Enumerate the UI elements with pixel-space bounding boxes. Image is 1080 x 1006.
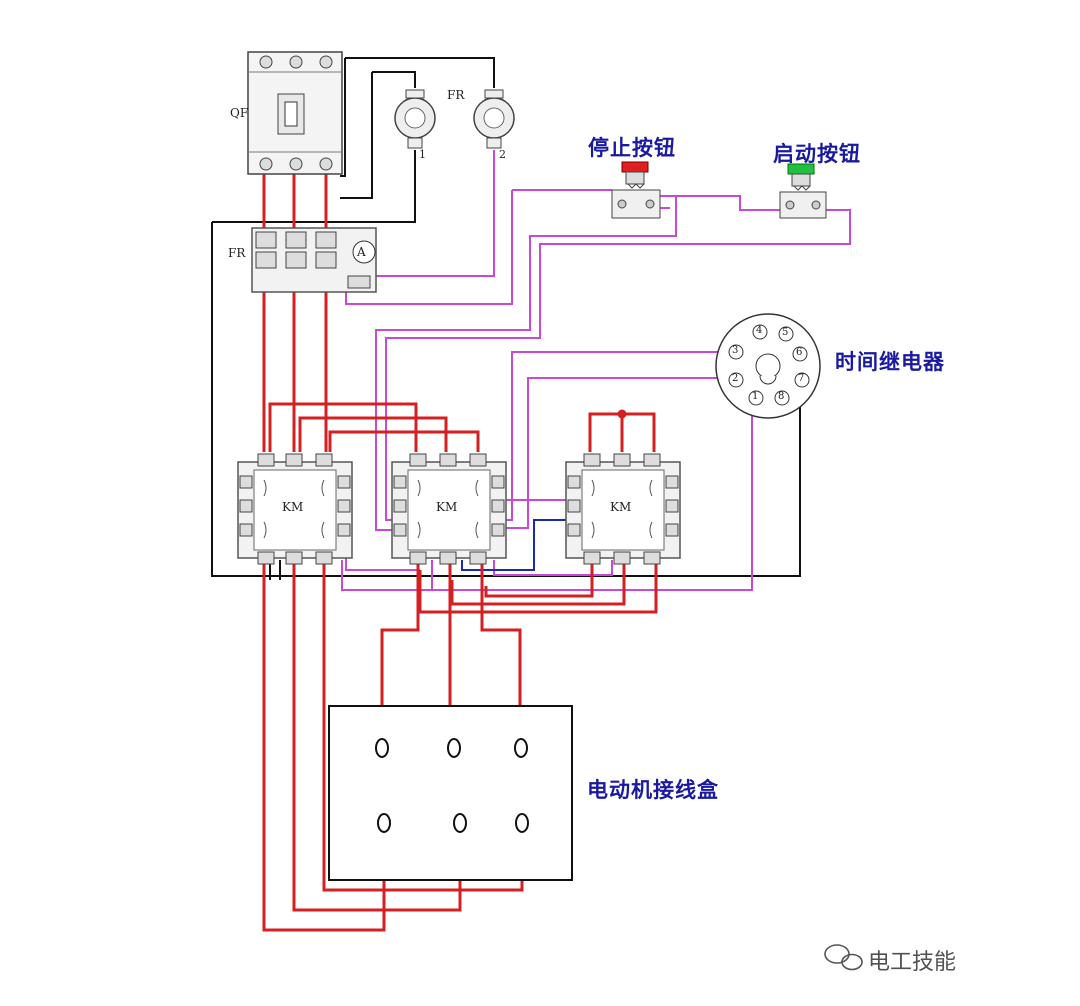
fr-side-label: FR: [228, 246, 246, 260]
relay-pin-2: 2: [732, 373, 739, 384]
circuit-breaker-icon: [247, 51, 343, 175]
time-relay-label: 时间继电器: [835, 350, 945, 374]
thermal-overload-relay-icon: [251, 227, 377, 293]
relay-pin-1: 1: [752, 391, 759, 402]
watermark: 电工技能: [868, 950, 957, 975]
start-pushbutton-icon: [779, 163, 827, 219]
current-transformer-2-icon: [473, 89, 515, 149]
wechat-icon: [824, 944, 863, 971]
start-button-label: 启动按钮: [773, 142, 861, 166]
relay-pin-3: 3: [732, 345, 739, 356]
motor-box-label: 电动机接线盒: [587, 778, 719, 802]
relay-pin-4: 4: [756, 325, 763, 336]
fr-top-label: FR: [447, 88, 465, 102]
relay-pin-8: 8: [778, 391, 785, 402]
relay-pin-5: 5: [782, 327, 789, 338]
ct2-number: 2: [499, 148, 506, 161]
time-relay-socket-icon: [715, 313, 821, 419]
km2-label: KM: [436, 500, 458, 514]
ct1-number: 1: [419, 148, 426, 161]
ammeter-label: A: [357, 245, 366, 259]
contactor-2-icon: [391, 453, 507, 565]
contactor-icon: [237, 453, 353, 565]
control-wires: [341, 150, 851, 591]
contactor-3-icon: [565, 453, 681, 565]
km3-label: KM: [610, 500, 632, 514]
qf-label: QF: [230, 106, 249, 120]
stop-pushbutton-icon: [611, 161, 661, 219]
motor-junction-box: [328, 705, 573, 881]
blue-wire: [461, 519, 568, 571]
stop-button-label: 停止按钮: [588, 136, 676, 160]
current-transformer-icon: [394, 89, 436, 149]
relay-pin-7: 7: [798, 373, 805, 384]
relay-pin-6: 6: [796, 347, 803, 358]
km1-label: KM: [282, 500, 304, 514]
